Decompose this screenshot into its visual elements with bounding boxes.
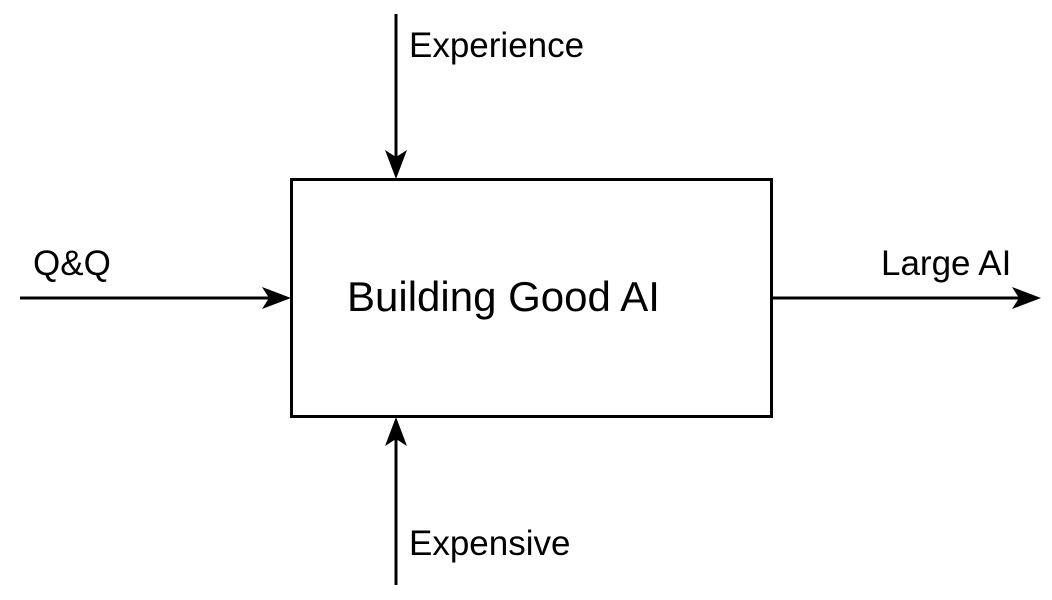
process-box[interactable] <box>290 178 773 418</box>
arrow-label-large-ai: Large AI <box>881 244 1012 283</box>
arrow-experience-head <box>385 150 407 179</box>
arrow-large-ai[interactable] <box>772 287 1041 309</box>
arrow-label-qq: Q&Q <box>33 244 111 283</box>
arrow-qq-head <box>262 287 291 309</box>
arrow-expensive-head <box>385 417 407 446</box>
arrow-experience[interactable] <box>385 14 407 179</box>
arrow-large-ai-head <box>1012 287 1041 309</box>
process-box-label: Building Good AI <box>347 273 660 320</box>
arrow-qq[interactable] <box>20 287 291 309</box>
arrow-expensive[interactable] <box>385 417 407 585</box>
arrow-label-expensive: Expensive <box>409 524 571 563</box>
arrow-label-experience: Experience <box>409 26 585 65</box>
